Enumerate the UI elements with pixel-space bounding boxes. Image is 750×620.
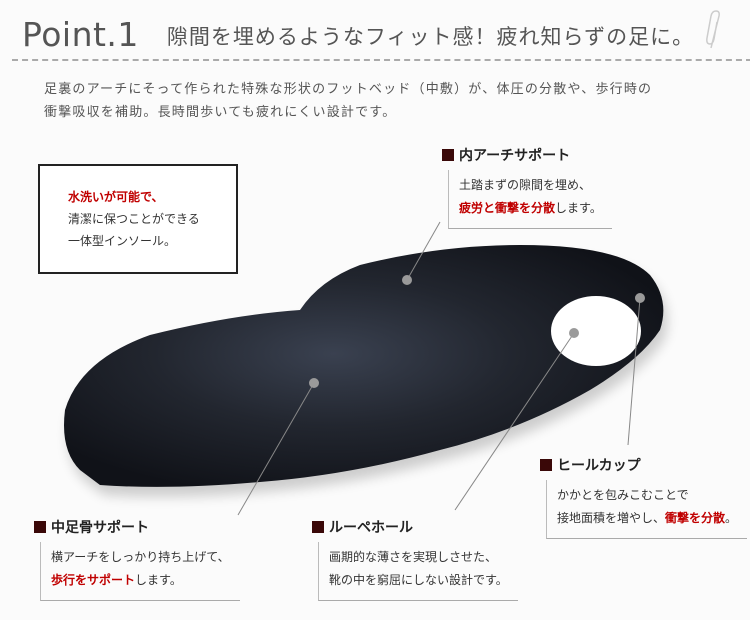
callout-heel-cup: ヒールカップ かかとを包みこむことで 接地面積を増やし、衝撃を分散。: [540, 455, 748, 539]
callout-title: 内アーチサポート: [459, 148, 571, 164]
callout-line: 。: [725, 511, 738, 525]
callout-line: します。: [135, 573, 182, 587]
intro-text: 足裏のアーチにそって作られた特殊な形状のフットベッド（中敷）が、体圧の分散や、歩…: [44, 78, 704, 124]
feature-box: 水洗いが可能で、 清潔に保つことができる 一体型インソール。: [38, 164, 238, 274]
callout-highlight: 歩行をサポート: [51, 573, 136, 587]
feature-highlight: 水洗いが可能で、: [68, 190, 164, 204]
feature-line: 一体型インソール。: [68, 234, 177, 248]
insole-shape: [64, 245, 664, 487]
feature-line: 清潔に保つことができる: [68, 212, 200, 226]
square-marker-icon: [540, 459, 552, 471]
point-label: Point.1: [22, 15, 139, 54]
paperclip-icon: [706, 10, 720, 49]
loupe-hole: [551, 296, 641, 366]
square-marker-icon: [442, 149, 454, 161]
callout-title: ルーペホール: [329, 520, 413, 536]
square-marker-icon: [312, 521, 324, 533]
square-marker-icon: [34, 521, 46, 533]
callout-line: します。: [555, 201, 602, 215]
intro-line: 衝撃吸収を補助。長時間歩いても疲れにくい設計です。: [44, 105, 397, 120]
divider: [12, 59, 750, 61]
intro-line: 足裏のアーチにそって作られた特殊な形状のフットベッド（中敷）が、体圧の分散や、歩…: [44, 82, 653, 97]
page-title: 隙間を埋めるようなフィット感！疲れ知らずの足に。: [166, 25, 695, 49]
callout-line: 土踏まずの隙間を埋め、: [459, 178, 592, 192]
callout-line: 接地面積を増やし、: [557, 511, 666, 525]
callout-highlight: 疲労と衝撃を分散: [459, 201, 556, 215]
callout-line: 横アーチをしっかり持ち上げて、: [51, 550, 230, 564]
callout-highlight: 衝撃を分散: [665, 511, 726, 525]
callout-line: かかとを包みこむことで: [557, 488, 689, 502]
section-header: Point.1 隙間を埋めるようなフィット感！疲れ知らずの足に。: [22, 14, 694, 54]
callout-metatarsal-support: 中足骨サポート 横アーチをしっかり持ち上げて、 歩行をサポートします。: [34, 517, 240, 601]
callout-title: ヒールカップ: [557, 458, 641, 474]
callout-loupe-hole: ルーペホール 画期的な薄さを実現しさせた、 靴の中を窮屈にしない設計です。: [312, 517, 518, 601]
callout-line: 靴の中を窮屈にしない設計です。: [329, 573, 508, 587]
callout-title: 中足骨サポート: [51, 520, 149, 536]
callout-inner-arch-support: 内アーチサポート 土踏まずの隙間を埋め、 疲労と衝撃を分散します。: [442, 145, 612, 229]
callout-line: 画期的な薄さを実現しさせた、: [329, 550, 498, 564]
